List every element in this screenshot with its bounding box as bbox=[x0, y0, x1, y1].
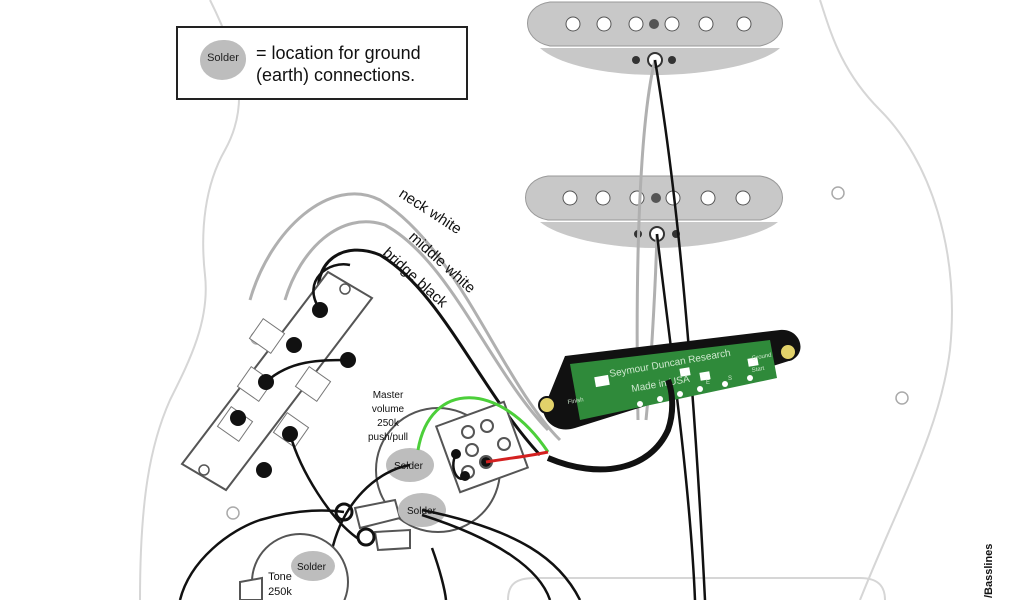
master-volume-label-3: 250k bbox=[377, 418, 400, 429]
switch-common-wire bbox=[288, 433, 361, 542]
tone-label-1: Tone bbox=[268, 571, 292, 583]
neck-hot-wire bbox=[653, 59, 707, 600]
humbucker-pad-s: S bbox=[728, 376, 732, 382]
bridge-black-loop bbox=[316, 248, 542, 457]
ground-wire bbox=[421, 513, 552, 600]
legend-line-2: (earth) connections. bbox=[256, 65, 416, 85]
switch-jumper-wire bbox=[265, 358, 349, 383]
humbucker-pad-start: Start bbox=[751, 366, 765, 374]
tone-label-2: 250k bbox=[268, 586, 292, 598]
output-wire bbox=[178, 509, 345, 600]
tone-pot bbox=[239, 533, 349, 600]
master-volume-label-1: Master bbox=[373, 390, 404, 401]
solder-legend-swatch: Solder bbox=[200, 40, 246, 80]
master-volume-label-2: volume bbox=[372, 404, 405, 415]
ground-wire bbox=[421, 508, 582, 600]
legend: Solder = location for ground (earth) con… bbox=[176, 26, 468, 100]
master-solder-label-2: Solder bbox=[407, 506, 437, 517]
red-wire bbox=[485, 450, 549, 464]
mount-screw-hole bbox=[226, 506, 240, 520]
neck-white-loop bbox=[248, 192, 562, 442]
mount-screw-hole bbox=[895, 391, 909, 405]
credit-text: /Basslines bbox=[983, 544, 995, 598]
humbucker-pad-ground: Ground bbox=[751, 353, 772, 362]
legend-line-1: = location for ground bbox=[256, 43, 421, 63]
five-way-switch bbox=[180, 270, 374, 492]
neck-pickup bbox=[527, 1, 783, 75]
middle-pickup bbox=[525, 175, 783, 248]
green-wire bbox=[416, 396, 550, 453]
legend-text: = location for ground (earth) connection… bbox=[256, 42, 421, 86]
humbucker-pad-e: E bbox=[706, 380, 710, 386]
middle-hot-wire bbox=[655, 233, 697, 600]
master-solder-label-1: Solder bbox=[394, 461, 424, 472]
tone-solder-label: Solder bbox=[297, 562, 327, 573]
master-volume-pot bbox=[334, 400, 530, 552]
solder-legend-swatch-label: Solder bbox=[207, 52, 239, 64]
tone-wire bbox=[430, 547, 448, 600]
middle-white-loop bbox=[283, 220, 550, 432]
master-volume-label-4: push/pull bbox=[368, 432, 408, 443]
bridge-cavity-outline bbox=[507, 577, 886, 600]
humbucker-cable bbox=[546, 378, 676, 473]
bridge-humbucker bbox=[538, 329, 801, 430]
switch-jumper-wire bbox=[312, 262, 351, 311]
neck-white-label: neck white bbox=[396, 185, 465, 238]
pickguard-outline bbox=[139, 0, 953, 600]
humbucker-finish-pad: Finish bbox=[567, 397, 584, 406]
pot-jumper-wire bbox=[452, 453, 467, 480]
mount-screw-hole bbox=[831, 186, 845, 200]
